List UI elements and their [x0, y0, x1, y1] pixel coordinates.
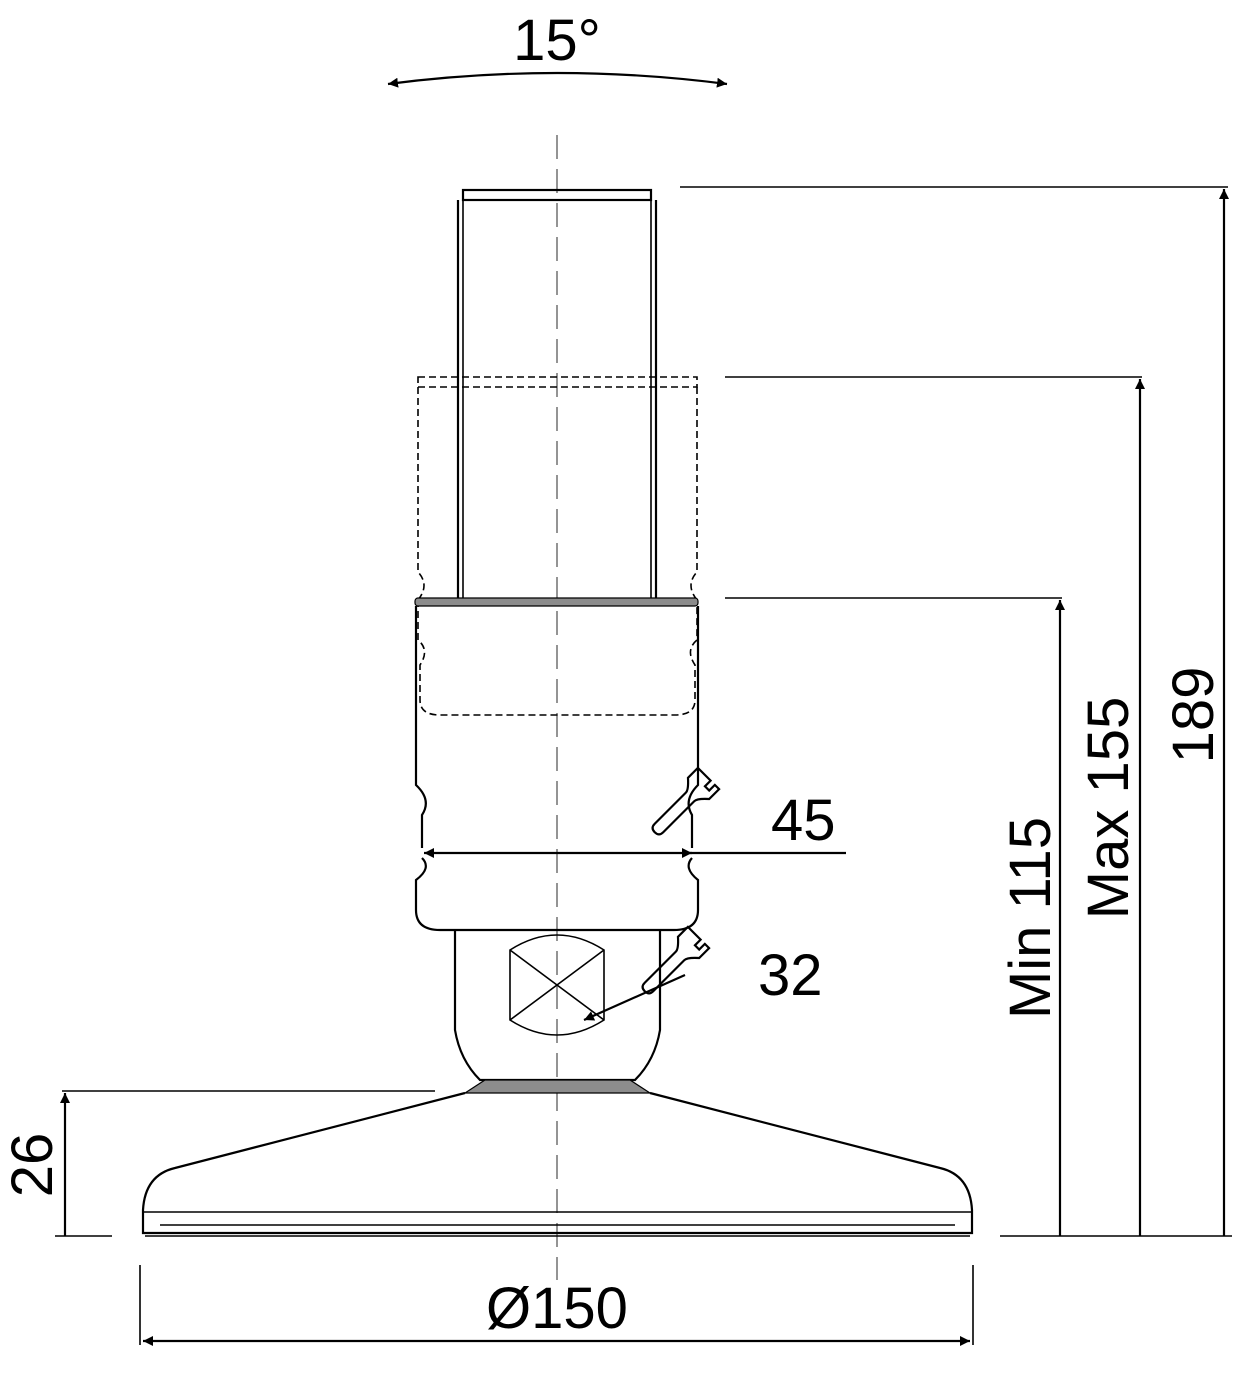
wrench-45-label: 45	[771, 788, 836, 853]
height-max-label: Max 155	[1076, 697, 1141, 919]
angle-dimension: 15°	[387, 8, 728, 88]
height-total-label: 189	[1161, 667, 1226, 764]
joint-band	[462, 1079, 653, 1094]
diameter-label: Ø150	[486, 1276, 628, 1341]
base-height-dimension: 26	[0, 1090, 435, 1237]
diameter-dimension: Ø150	[139, 1265, 974, 1346]
height-min-label: Min 115	[998, 817, 1063, 1019]
lower-neck	[453, 930, 686, 1082]
housing-body	[414, 597, 846, 932]
height-dimensions: Min 115 Max 155 189	[680, 186, 1232, 1237]
hidden-extended-housing	[417, 376, 698, 716]
threaded-stem	[456, 188, 658, 600]
base-foot	[141, 1091, 974, 1237]
wrench-32-label: 32	[758, 943, 823, 1008]
base-height-label: 26	[0, 1133, 65, 1198]
wrench-icon	[651, 766, 721, 836]
angle-label: 15°	[513, 8, 601, 73]
wrench-icon	[641, 925, 711, 995]
